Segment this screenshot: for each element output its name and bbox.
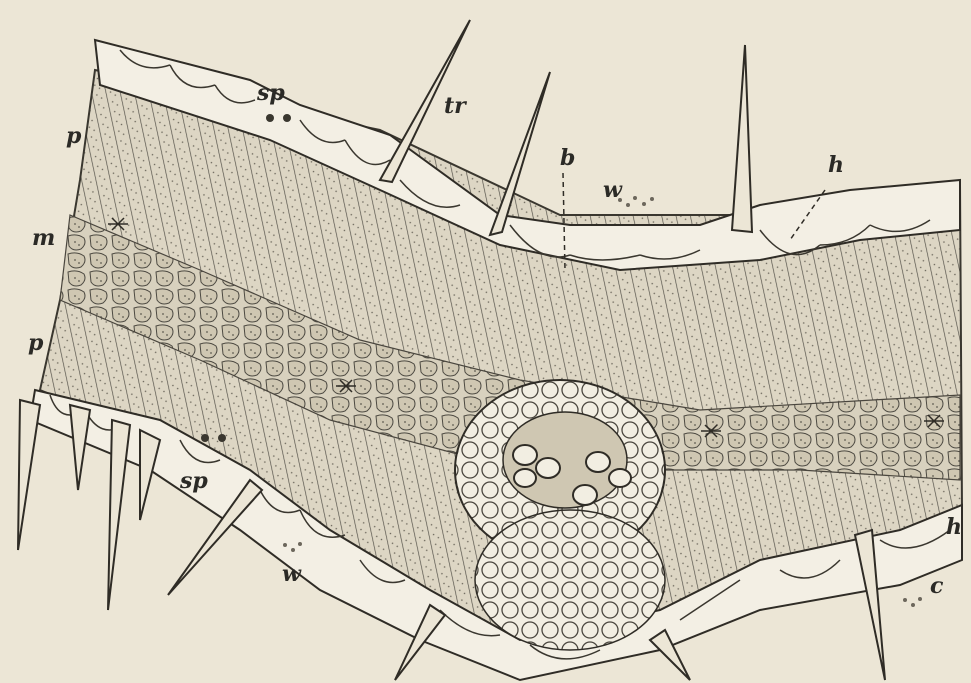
label-h-top: h [828,152,844,178]
vascular-bundle [455,380,665,650]
label-p-bottom: p [28,330,44,356]
label-c: c [930,573,944,599]
label-p-top: p [66,123,82,149]
label-b: b [560,145,575,171]
label-m: m [32,225,55,251]
label-sp-top: sp [256,80,285,106]
label-w-top: w [603,177,623,203]
label-h-right: h [946,514,962,540]
label-tr: tr [444,93,467,119]
label-w-bottom: w [282,561,302,587]
label-sp-bottom: sp [179,468,208,494]
